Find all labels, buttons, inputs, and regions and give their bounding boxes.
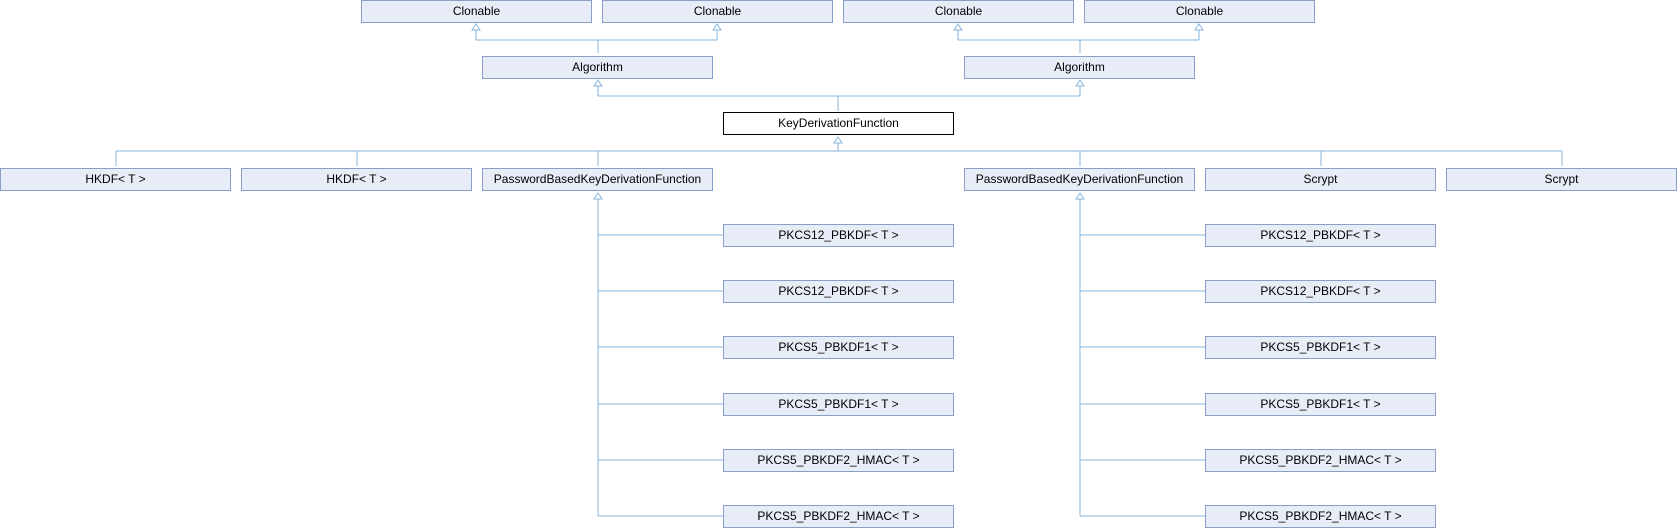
pkcs5-pbkdf1-node[interactable]: PKCS5_PBKDF1< T >	[723, 336, 954, 359]
scrypt-node[interactable]: Scrypt	[1205, 168, 1436, 191]
arrowhead	[471, 23, 481, 31]
pkcs5-pbkdf2-hmac-node[interactable]: PKCS5_PBKDF2_HMAC< T >	[1205, 449, 1436, 472]
clonable-node[interactable]: Clonable	[361, 0, 592, 23]
pkcs12-pbkdf-node[interactable]: PKCS12_PBKDF< T >	[723, 280, 954, 303]
scrypt-node[interactable]: Scrypt	[1446, 168, 1677, 191]
pkcs5-pbkdf1-node[interactable]: PKCS5_PBKDF1< T >	[723, 393, 954, 416]
pkcs5-pbkdf2-hmac-node[interactable]: PKCS5_PBKDF2_HMAC< T >	[723, 505, 954, 528]
pkcs12-pbkdf-node[interactable]: PKCS12_PBKDF< T >	[1205, 280, 1436, 303]
arrowhead	[593, 192, 603, 200]
pkcs12-pbkdf-node[interactable]: PKCS12_PBKDF< T >	[723, 224, 954, 247]
password-based-kdf-node[interactable]: PasswordBasedKeyDerivationFunction	[482, 168, 713, 191]
key-derivation-function-node: KeyDerivationFunction	[723, 112, 954, 135]
clonable-node[interactable]: Clonable	[602, 0, 833, 23]
pkcs12-pbkdf-node[interactable]: PKCS12_PBKDF< T >	[1205, 224, 1436, 247]
arrowhead	[833, 136, 843, 144]
arrowhead	[1194, 23, 1204, 31]
hkdf-node[interactable]: HKDF< T >	[0, 168, 231, 191]
pkcs5-pbkdf2-hmac-node[interactable]: PKCS5_PBKDF2_HMAC< T >	[723, 449, 954, 472]
arrowhead	[953, 23, 963, 31]
clonable-node[interactable]: Clonable	[1084, 0, 1315, 23]
arrowhead	[593, 79, 603, 87]
pkcs5-pbkdf2-hmac-node[interactable]: PKCS5_PBKDF2_HMAC< T >	[1205, 505, 1436, 528]
algorithm-node[interactable]: Algorithm	[482, 56, 713, 79]
clonable-node[interactable]: Clonable	[843, 0, 1074, 23]
password-based-kdf-node[interactable]: PasswordBasedKeyDerivationFunction	[964, 168, 1195, 191]
arrowhead	[712, 23, 722, 31]
arrowhead	[1075, 79, 1085, 87]
pkcs5-pbkdf1-node[interactable]: PKCS5_PBKDF1< T >	[1205, 393, 1436, 416]
hkdf-node[interactable]: HKDF< T >	[241, 168, 472, 191]
algorithm-node[interactable]: Algorithm	[964, 56, 1195, 79]
arrowhead	[1075, 192, 1085, 200]
pkcs5-pbkdf1-node[interactable]: PKCS5_PBKDF1< T >	[1205, 336, 1436, 359]
